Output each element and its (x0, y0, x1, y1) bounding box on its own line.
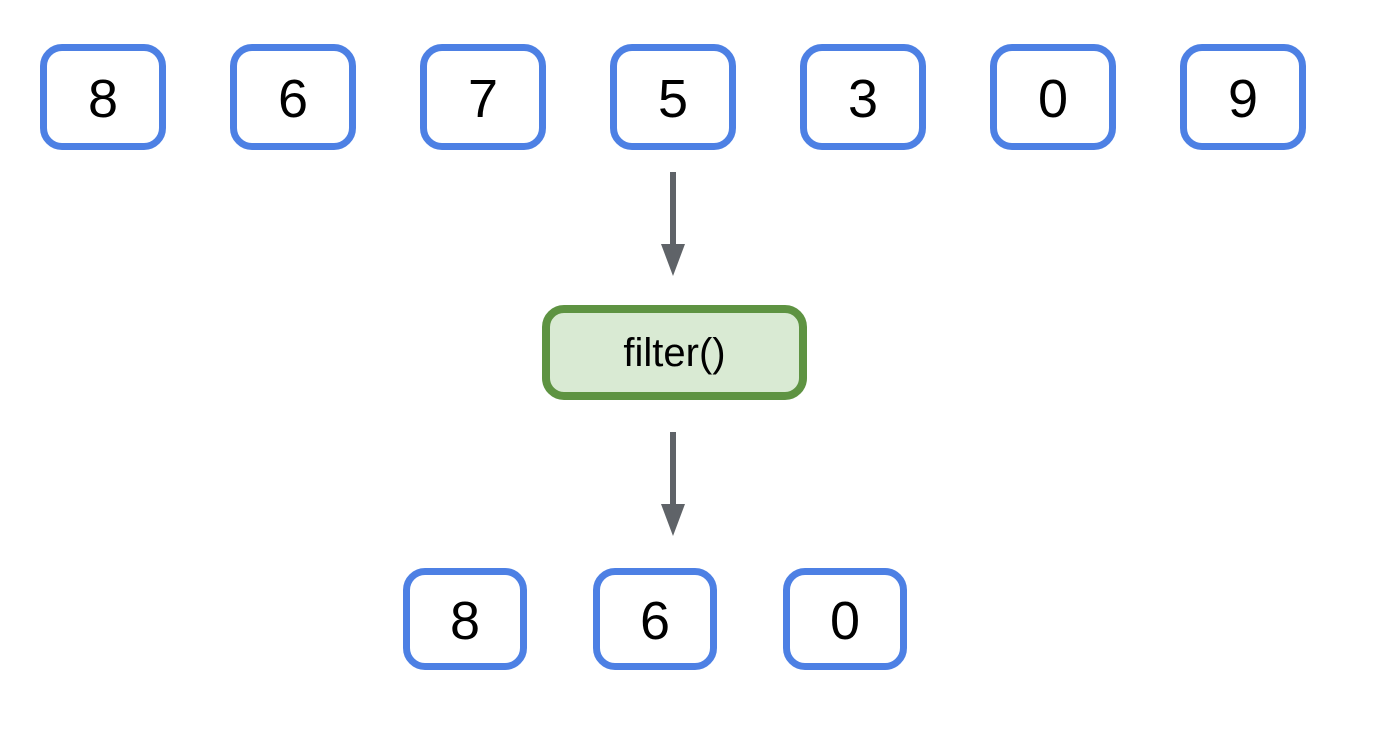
input-box: 3 (800, 44, 926, 150)
input-box: 0 (990, 44, 1116, 150)
output-box: 6 (593, 568, 717, 670)
filter-function-box: filter() (542, 305, 807, 400)
arrow-down-icon (659, 170, 687, 276)
output-list-row: 8 6 0 (403, 568, 907, 670)
input-list-row: 8 6 7 5 3 0 9 (40, 44, 1306, 150)
output-value: 0 (829, 591, 861, 651)
input-box: 8 (40, 44, 166, 150)
filter-function-label: filter() (623, 330, 726, 375)
input-value: 8 (87, 69, 119, 129)
output-value: 6 (639, 591, 671, 651)
input-box: 5 (610, 44, 736, 150)
input-box: 7 (420, 44, 546, 150)
input-box: 6 (230, 44, 356, 150)
input-box: 9 (1180, 44, 1306, 150)
output-box: 0 (783, 568, 907, 670)
input-value: 5 (657, 69, 689, 129)
arrow-down-icon (659, 430, 687, 536)
input-value: 6 (277, 69, 309, 129)
input-value: 9 (1227, 69, 1259, 129)
input-value: 3 (847, 69, 879, 129)
output-box: 8 (403, 568, 527, 670)
input-value: 7 (467, 69, 499, 129)
output-value: 8 (449, 591, 481, 651)
input-value: 0 (1037, 69, 1069, 129)
